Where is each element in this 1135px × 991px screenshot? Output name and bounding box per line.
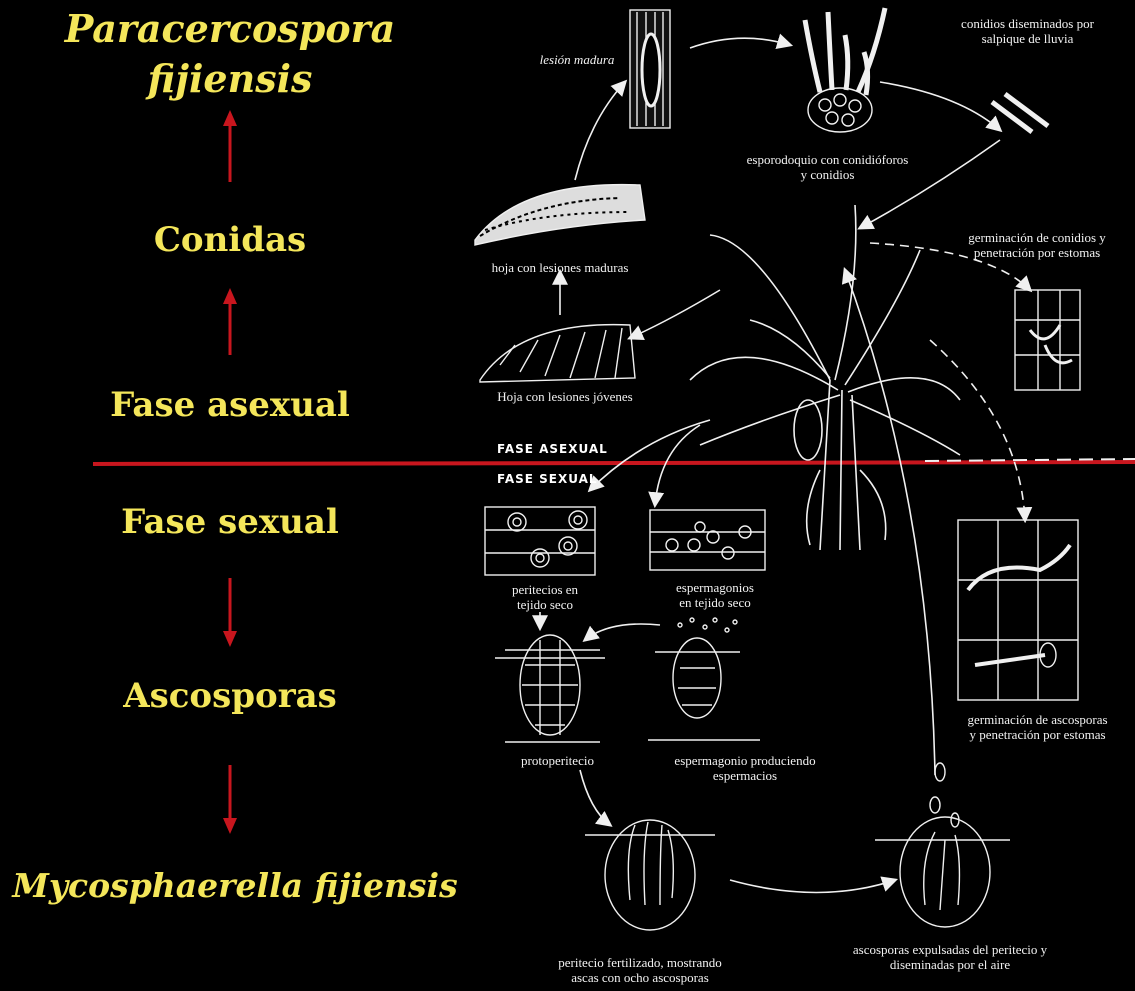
phase-label-sexual: FASE SEXUAL <box>497 472 598 486</box>
red-arrow-down-2 <box>223 765 237 834</box>
label-ascospores-expelled: ascosporas expulsadas del peritecio y di… <box>800 942 1100 972</box>
label-protoperithecium: protoperitecio <box>495 753 620 768</box>
spermogonia-dry-tissue-illustration <box>650 510 765 570</box>
red-arrow-up-2 <box>223 288 237 355</box>
label-conidia-rain: conidios diseminados por salpique de llu… <box>930 16 1125 46</box>
ascospore-germination-illustration <box>958 520 1078 700</box>
label-spermogonia-dry: espermagonios en tejido seco <box>650 580 780 610</box>
label-leaf-mature: hoja con lesiones maduras <box>460 260 660 275</box>
phase-label-asexual: FASE ASEXUAL <box>497 442 608 456</box>
perithecium-expelling-illustration <box>875 763 1010 927</box>
title-asexual-phase: Fase asexual <box>75 385 385 425</box>
red-arrow-down-1 <box>223 578 237 647</box>
title-conidia: Conidas <box>100 220 360 260</box>
label-sporodochium: esporodoquio con conidióforos y conidios <box>715 152 940 182</box>
leaf-mature-lesions-illustration <box>475 185 645 245</box>
title-sexual-phase: Fase sexual <box>75 502 385 542</box>
banana-plant-illustration <box>690 205 960 550</box>
fertilized-perithecium-illustration <box>585 820 715 930</box>
title-ascospores: Ascosporas <box>75 676 385 716</box>
label-germination-conidia: germinación de conidios y penetración po… <box>942 230 1132 260</box>
phase-divider-line <box>93 462 1135 464</box>
title-mycosphaerella-fijiensis: Mycosphaerella fijiensis <box>5 866 465 905</box>
conidium-germination-illustration <box>1015 290 1080 390</box>
spermogonium-illustration <box>648 618 760 740</box>
conidia-illustration <box>992 94 1048 132</box>
label-perithecia-dry: peritecios en tejido seco <box>490 582 600 612</box>
mature-lesion-illustration <box>630 10 670 128</box>
label-germination-ascospores: germinación de ascosporas y penetración … <box>940 712 1135 742</box>
label-perithecium-fertilized: peritecio fertilizado, mostrando ascas c… <box>515 955 765 985</box>
label-mature-lesion: lesión madura <box>522 52 632 67</box>
perithecia-dry-tissue-illustration <box>485 507 595 575</box>
protoperithecium-illustration <box>495 635 605 742</box>
red-arrow-up-1 <box>223 110 237 182</box>
sporodochium-illustration <box>805 8 885 132</box>
title-paracercospora-fijiensis: Paracercospora fijiensis <box>50 4 410 104</box>
label-spermogonium-producing: espermagonio produciendo espermacios <box>640 753 850 783</box>
label-leaf-young: Hoja con lesiones jóvenes <box>465 389 665 404</box>
leaf-young-lesions-illustration <box>480 325 635 382</box>
